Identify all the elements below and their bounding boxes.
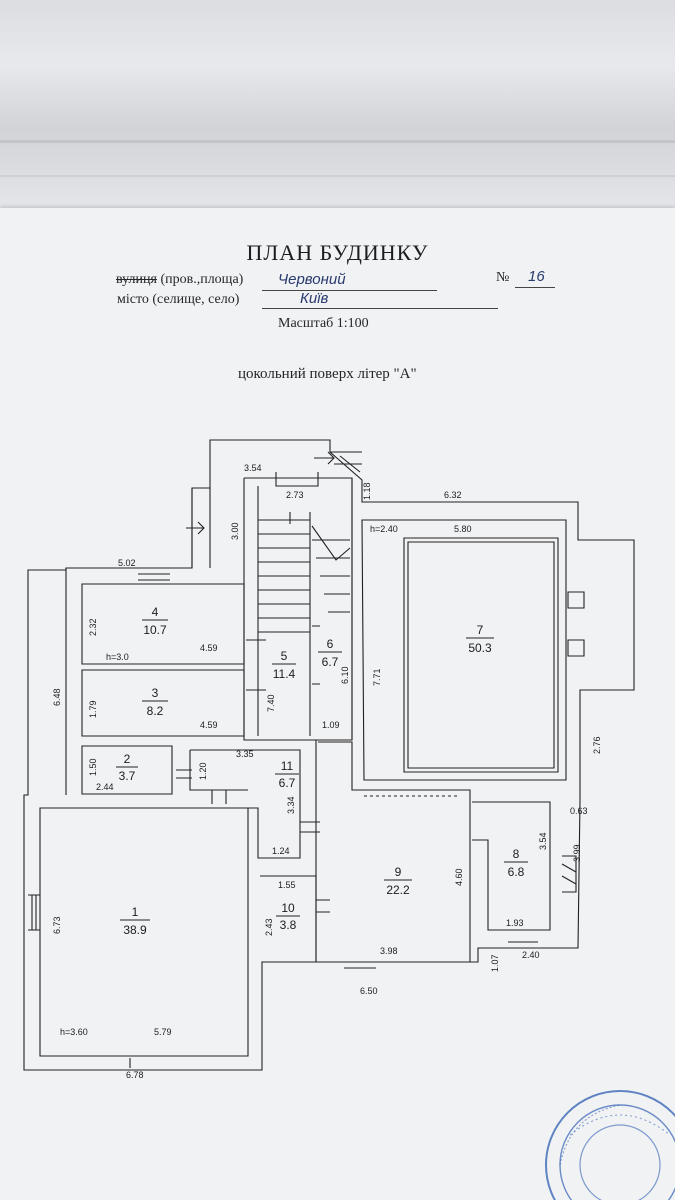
dim-300: 3.00	[230, 522, 240, 540]
dim-179: 1.79	[88, 700, 98, 718]
room-area-10: 3.8	[280, 918, 297, 932]
dim-155: 1.55	[278, 880, 296, 890]
dim-063: 0.63	[570, 806, 588, 816]
room-7-outer	[361, 519, 567, 781]
dim-273: 2.73	[286, 490, 304, 500]
room-area-5: 11.4	[273, 667, 296, 681]
room-num-8: 8	[513, 847, 520, 861]
room-area-7: 50.3	[468, 641, 492, 655]
dim-354b: 3.54	[538, 832, 548, 850]
dim-459b: 4.59	[200, 720, 218, 730]
dim-150: 1.50	[88, 758, 98, 776]
room-area-6: 6.7	[322, 655, 339, 669]
room-9-wall	[318, 741, 471, 962]
room-2-wall	[81, 745, 173, 795]
dim-334: 3.34	[286, 796, 296, 814]
dim-673: 6.73	[52, 916, 62, 934]
dim-610: 6.10	[340, 666, 350, 684]
stair-steps	[258, 451, 362, 633]
room-num-1: 1	[132, 905, 139, 919]
dim-580: 5.80	[454, 524, 472, 534]
dim-398: 3.98	[380, 946, 398, 956]
street-label: вулиця (пров.,площа)	[116, 272, 244, 287]
room-area-2: 3.7	[119, 769, 136, 783]
dim-244: 2.44	[96, 782, 114, 792]
dim-460: 4.60	[454, 868, 464, 886]
room-area-3: 8.2	[147, 704, 164, 718]
dim-399: 3.99	[572, 844, 582, 862]
dim-240: 2.40	[522, 950, 540, 960]
room-num-6: 6	[327, 637, 334, 651]
dim-118: 1.18	[362, 482, 372, 500]
official-stamp	[545, 1090, 675, 1200]
dim-459a: 4.59	[200, 643, 218, 653]
folder-band	[0, 0, 675, 215]
dim-124: 1.24	[272, 846, 290, 856]
dim-354: 3.54	[244, 463, 262, 473]
dim-648: 6.48	[52, 688, 62, 706]
room-area-4: 10.7	[143, 623, 167, 637]
floor-subtitle: цокольний поверх літер "А"	[238, 366, 417, 382]
room-area-11: 6.7	[279, 776, 296, 790]
room-num-10: 10	[281, 901, 295, 915]
dim-120: 1.20	[198, 762, 208, 780]
city-value: Київ	[300, 290, 329, 307]
room-area-1: 38.9	[123, 923, 147, 937]
inner-wall	[39, 807, 249, 1057]
dim-650: 6.50	[360, 986, 378, 996]
dim-632: 6.32	[444, 490, 462, 500]
room-num-11: 11	[281, 759, 294, 773]
room-num-7: 7	[477, 623, 484, 637]
dim-335: 3.35	[236, 749, 254, 759]
room-4-wall	[81, 583, 245, 665]
room-num-4: 4	[152, 605, 159, 619]
room-3-wall	[81, 669, 245, 737]
scale-label: Масштаб 1:100	[278, 316, 369, 331]
dim-243: 2.43	[264, 918, 274, 936]
dim-107: 1.07	[490, 954, 500, 972]
room-7-inner	[403, 537, 559, 773]
dim-109: 1.09	[322, 720, 340, 730]
dim-502: 5.02	[118, 558, 136, 568]
room-num-2: 2	[124, 752, 131, 766]
city-label: місто (селище, село)	[117, 292, 240, 307]
plan-title: ПЛАН БУДИНКУ	[246, 240, 429, 265]
dim-771: 7.71	[372, 668, 382, 686]
room-num-9: 9	[395, 865, 402, 879]
room-11-wall	[190, 749, 301, 859]
outer-wall	[23, 439, 635, 1071]
number-value: 16	[528, 268, 545, 285]
number-label: №	[496, 270, 510, 285]
dim-678: 6.78	[126, 1070, 144, 1080]
street-value: Червоний	[278, 271, 346, 288]
room-area-9: 22.2	[386, 883, 410, 897]
dim-h30: h=3.0	[106, 652, 129, 662]
dim-740: 7.40	[266, 694, 276, 712]
dim-h360: h=3.60	[60, 1027, 88, 1037]
dim-193: 1.93	[506, 918, 524, 928]
dim-579: 5.79	[154, 1027, 172, 1037]
dim-232: 2.32	[88, 618, 98, 636]
dim-h240: h=2.40	[370, 524, 398, 534]
room-num-5: 5	[281, 649, 288, 663]
room-num-3: 3	[152, 686, 159, 700]
dim-276: 2.76	[592, 736, 602, 754]
paper-sheet	[0, 208, 675, 1200]
room-area-8: 6.8	[508, 865, 525, 879]
